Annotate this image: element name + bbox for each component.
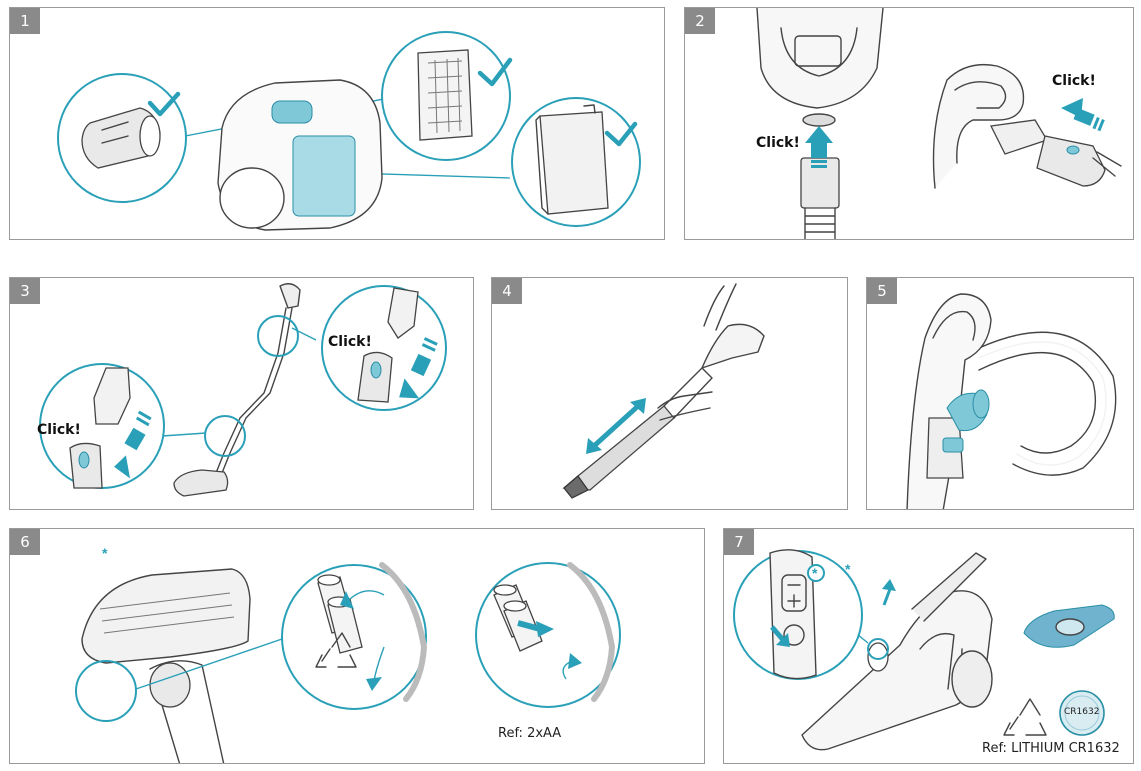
panel-3-illustration <box>39 283 447 497</box>
step-number: 6 <box>10 529 40 555</box>
panel-1-illustration <box>57 31 641 231</box>
reference-text: Ref: 2xAA <box>498 726 562 741</box>
vacuum-handle-with-remote <box>801 552 993 751</box>
panel-4-illustration <box>562 283 765 499</box>
checkmark-icon <box>477 57 513 87</box>
step-number: 7 <box>724 529 754 555</box>
panel-2: 2 <box>684 7 1134 240</box>
vacuum-body <box>217 79 383 231</box>
click-label: Click! <box>1052 73 1096 89</box>
coin-battery-icon <box>1059 690 1105 736</box>
remote-control <box>769 549 825 680</box>
extension-wand <box>562 283 765 499</box>
battery-cover <box>1023 604 1115 648</box>
arrow-icon <box>517 620 582 680</box>
panel-5-illustration <box>906 293 1117 509</box>
panel-7-illustration <box>733 549 1115 751</box>
step-number: 1 <box>10 8 40 34</box>
arrow-icon <box>399 337 438 399</box>
panel-5: 5 <box>866 277 1134 510</box>
step-number: 4 <box>492 278 522 304</box>
arrow-icon <box>586 398 646 454</box>
arrow-icon <box>770 625 790 647</box>
brush-tool <box>942 389 990 453</box>
panel-6-illustration <box>75 562 621 763</box>
vacuum-inlet <box>756 8 884 127</box>
panel-2-illustration <box>756 8 1122 239</box>
panel-4: 4 <box>491 277 848 510</box>
click-label: Click! <box>756 135 800 151</box>
arrow-icon <box>882 579 896 606</box>
panel-7: 7 * <box>723 528 1134 764</box>
checkmark-icon <box>604 121 638 147</box>
step-number: 5 <box>867 278 897 304</box>
step-number: 3 <box>10 278 40 304</box>
step-number: 2 <box>685 8 715 34</box>
arrow-icon <box>340 590 385 691</box>
panel-6: 6 * <box>9 528 705 764</box>
wand-joint <box>69 367 131 489</box>
hepa-filter <box>417 49 473 141</box>
foam-filter <box>535 104 609 215</box>
handle-assembly <box>932 63 1122 189</box>
arrow-icon <box>805 126 833 168</box>
pipe-part <box>81 107 161 169</box>
floor-nozzle <box>81 568 251 763</box>
asterisk-badge: * <box>812 565 818 581</box>
recycle-icon <box>315 632 357 668</box>
coin-cell-label: CR1632 <box>1064 707 1100 717</box>
arrow-icon <box>114 410 152 479</box>
panel-3: 3 <box>9 277 474 510</box>
reference-text: Ref: LITHIUM CR1632 <box>982 741 1120 756</box>
asterisk-mark: * <box>102 545 108 561</box>
arrow-icon <box>1061 98 1105 132</box>
click-label: Click! <box>37 422 81 438</box>
hose-end <box>800 157 840 239</box>
click-label: Click! <box>328 334 372 350</box>
flexible-hose <box>978 331 1117 476</box>
checkmark-icon <box>147 91 181 117</box>
recycle-icon <box>1003 698 1047 736</box>
handle-joint <box>357 287 419 403</box>
panel-1: 1 <box>9 7 665 240</box>
asterisk-mark: * <box>845 561 851 577</box>
